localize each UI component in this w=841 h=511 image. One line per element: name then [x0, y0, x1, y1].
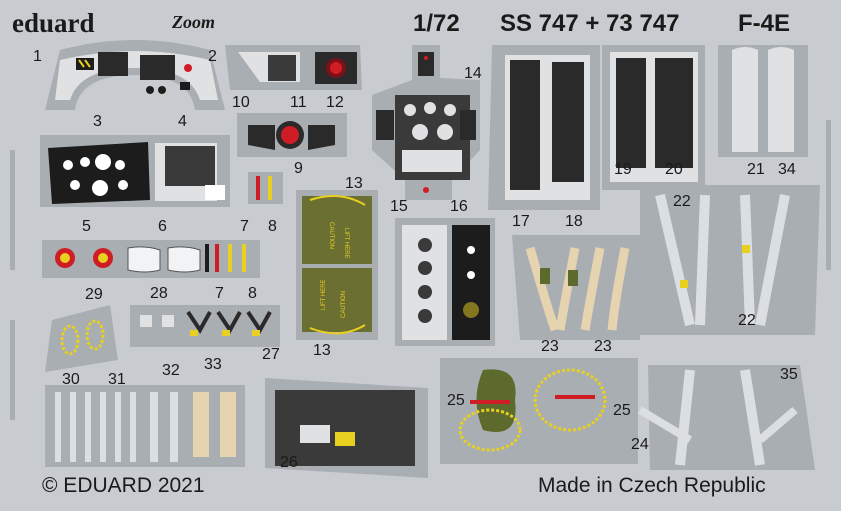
caution-placard-top: CAUTION: [328, 222, 334, 249]
origin-label: Made in Czech Republic: [538, 474, 766, 497]
part-number-3: 3: [93, 113, 102, 130]
part-1-2-instrument-panel: [45, 40, 225, 110]
part-number-4: 4: [178, 113, 187, 130]
part-number-10: 10: [232, 94, 250, 111]
part-number-7b: 7: [215, 285, 224, 302]
part-number-11: 11: [290, 94, 307, 111]
part-5-6-row: [42, 240, 260, 278]
part-26-panel: [265, 378, 428, 478]
part-14-rear-panel: [372, 45, 480, 200]
part-15-16-side-consoles: [395, 218, 495, 346]
part-number-13a: 13: [345, 175, 363, 192]
part-18-harness: [512, 235, 640, 340]
zoom-logo: Zoom: [172, 12, 215, 32]
part-number-5: 5: [82, 218, 91, 235]
part-number-26: 26: [280, 454, 298, 471]
lift-here-placard-bottom: LIFT HERE: [321, 279, 327, 310]
caution-placard-bottom: CAUTION: [341, 291, 347, 318]
part-number-35: 35: [780, 366, 798, 383]
part-number-16: 16: [450, 198, 468, 215]
part-24-35-belts: [637, 365, 815, 470]
part-number-22b: 22: [738, 312, 756, 329]
part-number-7a: 7: [240, 218, 249, 235]
part-9-console: [237, 113, 347, 157]
part-number-32: 32: [162, 362, 180, 379]
part-number-28: 28: [150, 285, 168, 302]
part-21-34-pedals: [718, 45, 808, 157]
part-number-8b: 8: [248, 285, 257, 302]
set-number-label: SS 747 + 73 747: [500, 10, 680, 37]
part-27-28-row: [130, 305, 280, 347]
scale-label: 1/72: [413, 10, 460, 37]
part-number-12: 12: [326, 94, 344, 111]
part-30-33-belts: [45, 385, 245, 467]
aircraft-label: F-4E: [738, 10, 791, 37]
part-number-24: 24: [631, 436, 649, 453]
part-number-33: 33: [204, 356, 222, 373]
part-number-17: 17: [512, 213, 530, 230]
fret-rails: [10, 120, 831, 420]
part-13-placards: LIFT HERE CAUTION LIFT HERE CAUTION: [296, 190, 378, 340]
part-7-8-small: [248, 172, 283, 204]
part-3-4-center-panel: [40, 135, 230, 207]
part-number-9: 9: [294, 160, 303, 177]
part-number-6: 6: [158, 218, 167, 235]
part-17-20-side-consoles: [488, 45, 705, 210]
part-number-18: 18: [565, 213, 583, 230]
part-number-13b: 13: [313, 342, 331, 359]
lift-here-placard-top: LIFT HERE: [343, 228, 349, 259]
brand-name: eduard: [12, 8, 95, 38]
part-25-harness-loops: [440, 358, 638, 464]
part-number-15: 15: [390, 198, 408, 215]
part-number-25b: 25: [613, 402, 631, 419]
part-number-14: 14: [464, 65, 482, 82]
part-number-29: 29: [85, 286, 103, 303]
part-number-31: 31: [108, 371, 126, 388]
part-number-1: 1: [33, 48, 42, 65]
part-number-27: 27: [262, 346, 280, 363]
part-number-20: 20: [665, 161, 683, 178]
part-number-23a: 23: [541, 338, 559, 355]
part-number-34: 34: [778, 161, 796, 178]
part-10-12-upper-console: [225, 45, 362, 90]
part-number-21: 21: [747, 161, 765, 178]
copyright-label: © EDUARD 2021: [42, 474, 205, 497]
part-number-8a: 8: [268, 218, 277, 235]
part-22-belts: [640, 185, 820, 335]
part-number-2: 2: [208, 48, 217, 65]
part-number-19: 19: [614, 161, 632, 178]
part-number-30: 30: [62, 371, 80, 388]
part-number-25a: 25: [447, 392, 465, 409]
part-number-23b: 23: [594, 338, 612, 355]
part-29-pulls: [45, 305, 118, 372]
part-number-22a: 22: [673, 193, 691, 210]
